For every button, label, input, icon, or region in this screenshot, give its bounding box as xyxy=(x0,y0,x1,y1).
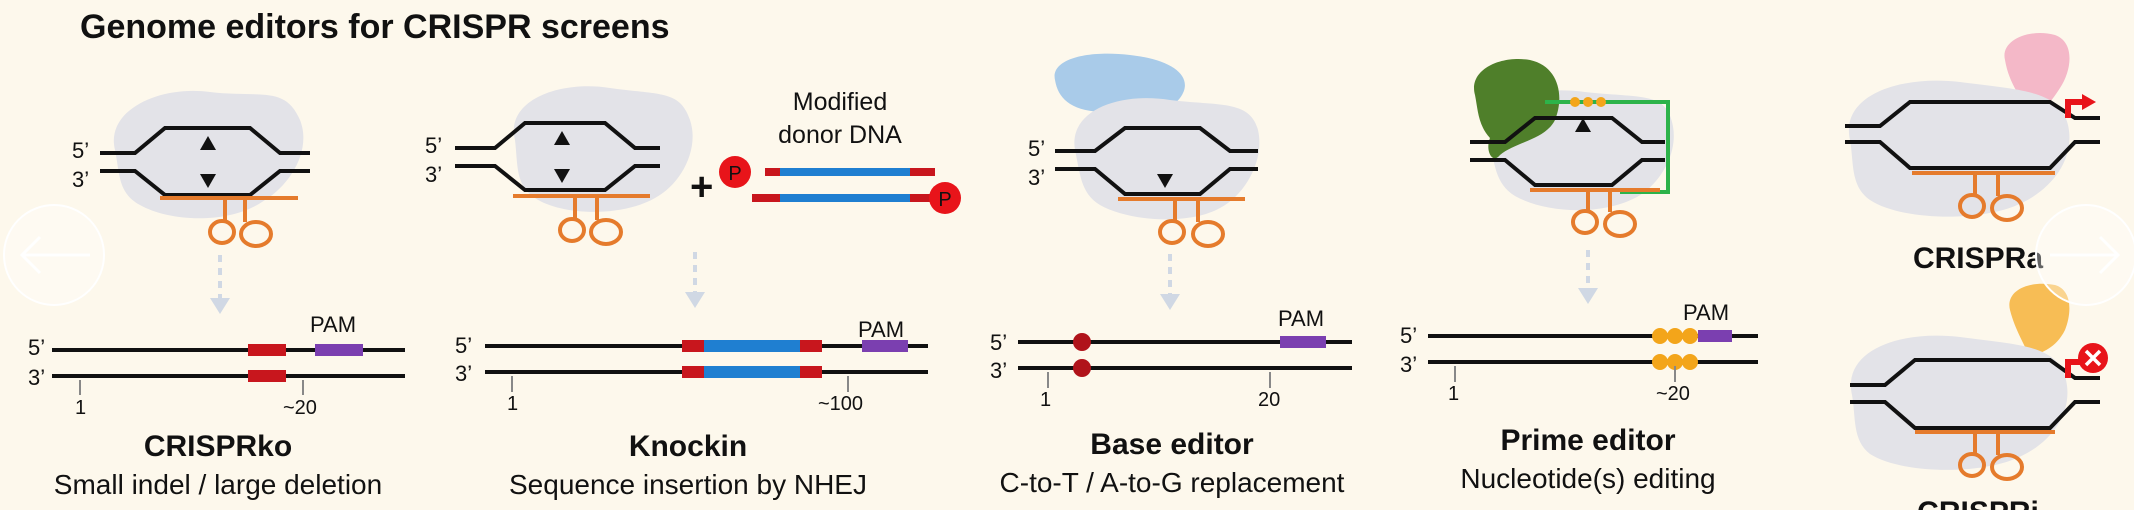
pam-mark xyxy=(1280,336,1326,348)
carousel-prev-button[interactable] xyxy=(3,204,105,306)
three-prime-label: 3’ xyxy=(455,361,472,386)
plus-sign: + xyxy=(690,165,713,209)
panel-prime-editor: PAM 5’ 3’ 1 ~20 Prime editor Nucleotide(… xyxy=(1400,59,1758,494)
phosphate-label: P xyxy=(728,163,741,185)
panel-title: Prime editor xyxy=(1500,424,1675,457)
base-edit-mark xyxy=(1073,333,1091,351)
figure-title: Genome editors for CRISPR screens xyxy=(80,8,670,46)
guide-rna-icon xyxy=(160,196,298,248)
position-start-label: 1 xyxy=(1040,389,1051,411)
panel-base-editor: 5’ 3’ PAM 5’ 3’ 1 20 Base editor C-to-T … xyxy=(990,53,1352,498)
guide-rna-icon xyxy=(513,194,650,246)
five-prime-label: 5’ xyxy=(990,330,1007,355)
position-end-label: ~100 xyxy=(818,393,863,415)
guide-rna-icon xyxy=(1118,197,1245,248)
five-prime-label: 5’ xyxy=(1400,323,1417,348)
panel-crispri: CRISPRi xyxy=(1850,283,2108,510)
donor-label-line1: Modified xyxy=(793,88,888,116)
panel-title: CRISPRi xyxy=(1917,496,2039,510)
cut-site-bottom-icon xyxy=(554,169,570,183)
cut-site-top-icon xyxy=(200,136,216,150)
panel-crispra: CRISPRa xyxy=(1845,32,2100,275)
panel-title: CRISPRko xyxy=(144,430,292,463)
dna-duplex-open xyxy=(1845,100,2100,170)
pegrna-icon xyxy=(1530,188,1660,238)
three-prime-label: 3’ xyxy=(72,167,89,192)
three-prime-label: 3’ xyxy=(1028,165,1045,190)
panel-description: Small indel / large deletion xyxy=(54,469,382,500)
insert-mark xyxy=(704,366,800,378)
panel-crisprko: 5’ 3’ PAM 5’ 3’ 1 ~20 CRISPRko Small ind… xyxy=(28,90,405,500)
dna-duplex-open xyxy=(1470,116,1665,187)
dna-duplex-open xyxy=(455,121,660,192)
donor-dna: P P xyxy=(719,156,961,214)
nick-site-icon xyxy=(1575,118,1591,132)
five-prime-label: 5’ xyxy=(28,335,45,360)
base-edit-mark xyxy=(1073,359,1091,377)
panel-description: Sequence insertion by NHEJ xyxy=(509,469,867,500)
insert-junction-mark xyxy=(682,340,704,352)
pam-mark xyxy=(1698,330,1732,342)
insert-junction-mark xyxy=(682,366,704,378)
dna-duplex-open xyxy=(1055,126,1258,196)
insert-junction-mark xyxy=(800,366,822,378)
edited-nucleotides-mark xyxy=(1652,328,1698,370)
cut-site-bottom-icon xyxy=(200,174,216,188)
blocked-transcription-icon xyxy=(2065,359,2080,378)
position-end-label: ~20 xyxy=(283,397,317,419)
pam-label: PAM xyxy=(858,317,904,342)
reverse-transcriptase-domain xyxy=(1474,59,1560,159)
panel-title: CRISPRa xyxy=(1913,242,2043,275)
arrow-right-icon xyxy=(2050,235,2121,275)
insert-junction-mark xyxy=(800,340,822,352)
transcription-start-arrow-icon xyxy=(2065,99,2085,118)
phosphate-label: P xyxy=(938,189,951,211)
activator-domain xyxy=(2004,32,2070,120)
repressor-domain xyxy=(2009,283,2070,358)
five-prime-label: 5’ xyxy=(72,138,89,163)
indel-mark xyxy=(248,370,286,382)
five-prime-label: 5’ xyxy=(425,133,442,158)
pam-mark xyxy=(862,340,908,352)
position-end-label: ~20 xyxy=(1656,383,1690,405)
insert-mark xyxy=(704,340,800,352)
three-prime-label: 3’ xyxy=(28,365,45,390)
carousel-next-button[interactable] xyxy=(2035,204,2134,306)
dna-duplex-open xyxy=(100,126,310,197)
pam-label: PAM xyxy=(310,312,356,337)
donor-label-line2: donor DNA xyxy=(778,121,902,149)
guide-rna-icon xyxy=(1912,171,2055,222)
panel-title: Base editor xyxy=(1090,428,1254,461)
three-prime-label: 3’ xyxy=(425,162,442,187)
dna-duplex-open xyxy=(1850,358,2100,430)
indel-mark xyxy=(248,344,286,356)
position-end-label: 20 xyxy=(1258,389,1280,411)
cut-site-top-icon xyxy=(554,131,570,145)
pam-mark xyxy=(315,344,363,356)
five-prime-label: 5’ xyxy=(455,333,472,358)
dcas9-blob xyxy=(1848,80,2070,217)
arrow-left-icon xyxy=(19,235,90,275)
three-prime-label: 3’ xyxy=(990,358,1007,383)
five-prime-label: 5’ xyxy=(1028,136,1045,161)
guide-rna-icon xyxy=(1915,430,2055,481)
cas9-blob xyxy=(113,90,304,219)
panel-description: C-to-T / A-to-G replacement xyxy=(1000,467,1345,498)
cas9-blob xyxy=(513,86,693,212)
position-start-label: 1 xyxy=(1448,383,1459,405)
pam-label: PAM xyxy=(1683,300,1729,325)
cas9-nickase-blob xyxy=(1074,98,1260,220)
three-prime-label: 3’ xyxy=(1400,352,1417,377)
panel-description: Nucleotide(s) editing xyxy=(1460,463,1715,494)
position-start-label: 1 xyxy=(75,397,86,419)
pam-label: PAM xyxy=(1278,306,1324,331)
nick-site-icon xyxy=(1157,174,1173,188)
panel-knockin: 5’ 3’ + Modified donor DNA P P PAM 5’ 3’ xyxy=(425,86,961,500)
position-start-label: 1 xyxy=(507,393,518,415)
panel-title: Knockin xyxy=(629,430,747,463)
